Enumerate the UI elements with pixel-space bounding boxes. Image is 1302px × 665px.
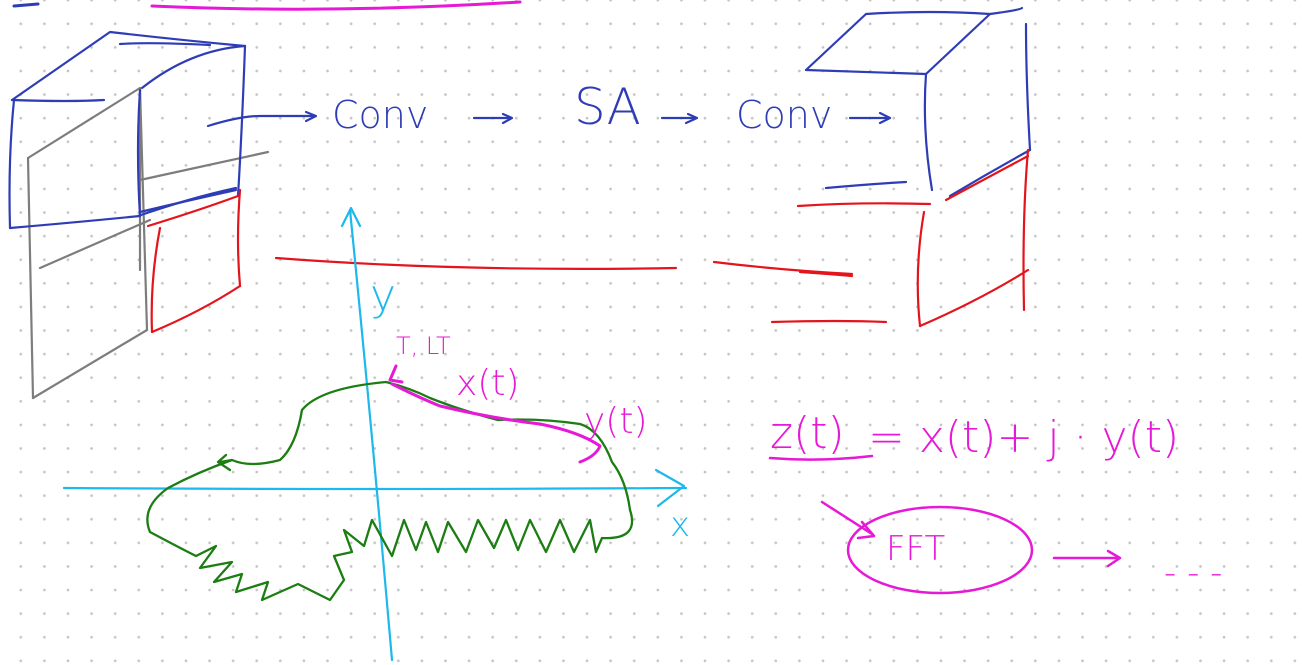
start-point-mark xyxy=(388,364,404,384)
fft-label: FFT xyxy=(886,529,946,569)
fft-output-arrow xyxy=(1052,549,1122,568)
fft-down-arrow xyxy=(820,500,876,540)
y-axis-line xyxy=(348,208,394,662)
y-axis-arrowhead xyxy=(340,206,362,228)
output-feature-red xyxy=(274,148,1030,328)
input-volume-gray xyxy=(26,86,270,400)
conv-label-1: Conv xyxy=(332,93,429,137)
trailing-dashes: - - - xyxy=(1164,553,1223,593)
x-axis-line xyxy=(62,486,688,491)
plot-axes xyxy=(62,206,688,662)
lhs-underline xyxy=(768,454,874,461)
object-contour xyxy=(146,380,634,602)
conv-label-2: Conv xyxy=(736,93,833,137)
equation-lhs: z(t) xyxy=(770,408,845,459)
x-of-t-label: x(t) xyxy=(456,363,520,404)
contour-arrow xyxy=(216,453,234,472)
sa-label: SA xyxy=(574,78,641,136)
y-of-t-label: y(t) xyxy=(584,401,648,442)
top-blue-stroke xyxy=(12,2,40,8)
output-volume-blue xyxy=(804,6,1032,198)
sampled-edge xyxy=(390,382,602,464)
input-feature-red xyxy=(146,188,242,334)
equation-rhs: = x(t)+ j · y(t) xyxy=(868,412,1180,463)
start-point-label: T, LT xyxy=(396,332,451,360)
top-pink-underline xyxy=(150,0,522,11)
input-volume-blue xyxy=(8,30,247,230)
fft-ellipse xyxy=(846,505,1034,595)
y-axis-label: y xyxy=(370,270,397,321)
x-axis-label: x xyxy=(670,505,691,545)
pipeline-arrows xyxy=(206,110,892,128)
x-axis-arrowhead xyxy=(654,468,686,508)
